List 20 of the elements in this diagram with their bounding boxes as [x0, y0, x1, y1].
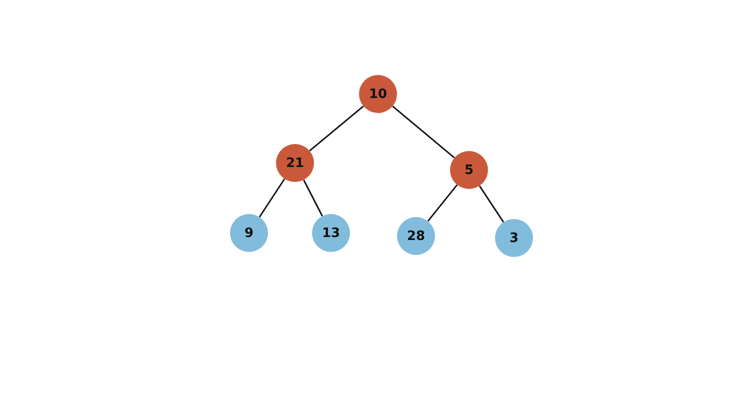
connector-line — [427, 184, 458, 222]
node-value: 3 — [509, 230, 519, 246]
tree-node-circle — [312, 214, 350, 252]
connector-line — [303, 180, 323, 216]
connector-line — [309, 106, 364, 152]
node-value: 5 — [464, 162, 474, 178]
node-value: 28 — [406, 228, 426, 244]
tree-node-circle — [230, 214, 268, 252]
node-value: 21 — [286, 156, 304, 170]
connector-line — [478, 185, 504, 223]
tree-node-circle — [495, 219, 533, 257]
connector-line — [392, 106, 455, 158]
node-value: 10 — [368, 86, 388, 102]
tree-node-circle — [359, 75, 397, 113]
tree-node-circle — [276, 144, 314, 182]
tree-node-circle — [397, 217, 435, 255]
node-value: 9 — [244, 226, 254, 240]
tree-node-circle — [450, 151, 488, 189]
connector-line — [258, 178, 286, 218]
node-value: 13 — [322, 226, 340, 240]
